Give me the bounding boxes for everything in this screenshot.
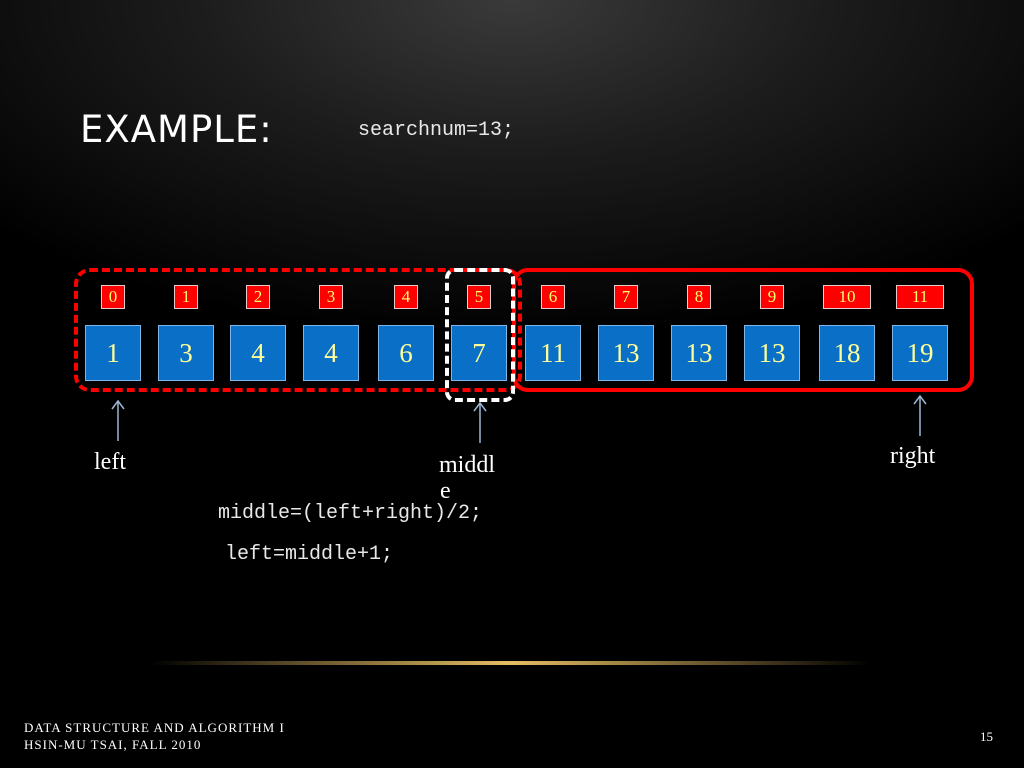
index-label: 2 bbox=[246, 285, 270, 309]
index-label: 9 bbox=[760, 285, 784, 309]
index-label: 5 bbox=[467, 285, 491, 309]
index-label: 0 bbox=[101, 285, 125, 309]
index-label: 8 bbox=[687, 285, 711, 309]
array-cell: 4 bbox=[230, 325, 286, 381]
right-pointer-arrow-icon bbox=[913, 394, 927, 436]
array-cell: 13 bbox=[671, 325, 727, 381]
index-label: 1 bbox=[174, 285, 198, 309]
index-label: 10 bbox=[823, 285, 871, 309]
array-cell: 13 bbox=[598, 325, 654, 381]
index-label: 3 bbox=[319, 285, 343, 309]
left-half-dashed-box bbox=[74, 268, 522, 392]
middle-pointer-label-wrap: e bbox=[440, 478, 451, 504]
index-label: 7 bbox=[614, 285, 638, 309]
middle-pointer-arrow-icon bbox=[473, 401, 487, 443]
middle-pointer-label: middl bbox=[439, 452, 496, 478]
array-cell: 3 bbox=[158, 325, 214, 381]
left-update-code: left=middle+1; bbox=[225, 543, 394, 566]
slide-title: EXAMPLE: bbox=[80, 108, 273, 151]
array-cell: 4 bbox=[303, 325, 359, 381]
array-cell: 6 bbox=[378, 325, 434, 381]
footer-author: HSIN-MU TSAI, FALL 2010 bbox=[24, 737, 202, 752]
index-label: 6 bbox=[541, 285, 565, 309]
middle-formula-code: middle=(left+right)/2; bbox=[218, 502, 483, 525]
glow-divider bbox=[150, 661, 870, 665]
right-pointer-label: right bbox=[890, 443, 936, 469]
array-cell: 13 bbox=[744, 325, 800, 381]
left-pointer-arrow-icon bbox=[111, 399, 125, 441]
footer-course: DATA STRUCTURE AND ALGORITHM I bbox=[24, 720, 285, 735]
array-cell: 1 bbox=[85, 325, 141, 381]
left-pointer-label: left bbox=[94, 449, 126, 475]
footer: DATA STRUCTURE AND ALGORITHM I HSIN-MU T… bbox=[24, 719, 285, 753]
middle-dashed-box bbox=[445, 268, 515, 402]
search-code: searchnum=13; bbox=[358, 119, 515, 142]
array-cell: 7 bbox=[451, 325, 507, 381]
page-number: 15 bbox=[980, 729, 993, 744]
index-label: 11 bbox=[896, 285, 944, 309]
array-cell: 11 bbox=[525, 325, 581, 381]
index-label: 4 bbox=[394, 285, 418, 309]
array-cell: 18 bbox=[819, 325, 875, 381]
array-cell: 19 bbox=[892, 325, 948, 381]
